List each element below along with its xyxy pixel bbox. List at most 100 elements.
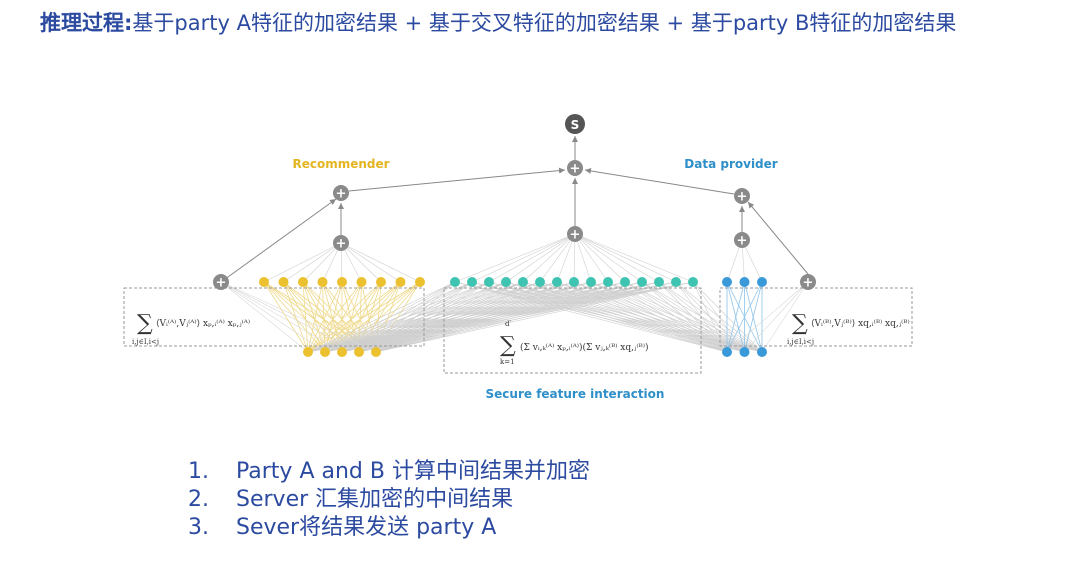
yellow-edge bbox=[302, 281, 309, 353]
plus-node-mid-pair bbox=[567, 226, 583, 242]
cross-edge bbox=[375, 281, 626, 353]
svg-text:∑: ∑ bbox=[500, 333, 516, 358]
svg-text:∑: ∑ bbox=[792, 311, 808, 336]
yellow-input-node bbox=[303, 347, 313, 357]
sum-edge bbox=[471, 233, 576, 283]
plus-node-right-pair bbox=[734, 232, 750, 248]
arrow-left-linear bbox=[220, 198, 337, 283]
blue-feature-node bbox=[722, 277, 732, 287]
cross-edge bbox=[375, 281, 524, 353]
cross-edge bbox=[375, 281, 473, 353]
cross-edge bbox=[624, 281, 763, 353]
plus-node-top-sum-symbol: + bbox=[570, 162, 581, 177]
connection-lines bbox=[220, 233, 809, 353]
plus-node-right-sum bbox=[734, 188, 750, 204]
plus-node-left-pair bbox=[333, 235, 349, 251]
plus-node-mid-pair-symbol: + bbox=[570, 228, 581, 243]
middle-dashed-box bbox=[443, 287, 702, 374]
yellow-input-node bbox=[371, 347, 381, 357]
sum-edge bbox=[263, 242, 342, 283]
teal-feature-node bbox=[552, 277, 562, 287]
yellow-feature-node bbox=[317, 277, 328, 287]
step-number: 3. bbox=[188, 515, 209, 540]
yellow-feature-node bbox=[278, 277, 289, 287]
data-provider-label: Data provider bbox=[684, 157, 777, 171]
formula-left-body: ⟨Vᵢ⁽ᴬ⁾,Vⱼ⁽ᴬ⁾⟩ xₚ,ᵢ⁽ᴬ⁾ xₚ,ⱼ⁽ᴬ⁾ bbox=[156, 318, 250, 329]
cross-edge bbox=[454, 281, 763, 353]
formula-middle: d′ ∑ k=1 (Σ vᵢ,ₖ⁽ᴬ⁾ xₚ,ᵢ⁽ᴬ⁾)(Σ vⱼ,ₖ⁽ᴮ⁾ x… bbox=[500, 320, 648, 366]
cross-edge bbox=[375, 281, 558, 353]
cross-edge bbox=[375, 281, 694, 353]
cross-edge bbox=[375, 281, 660, 353]
step-item: 1.Party A and B 计算中间结果并加密 bbox=[188, 458, 590, 486]
cross-edge bbox=[375, 281, 456, 353]
step-text: Server 汇集加密的中间结果 bbox=[236, 487, 514, 512]
blue-input-node bbox=[739, 347, 750, 357]
output-node bbox=[565, 114, 585, 134]
cross-edge bbox=[539, 281, 763, 353]
sum-edge bbox=[574, 233, 694, 283]
yellow-feature-node bbox=[298, 277, 308, 287]
yellow-edge bbox=[324, 281, 362, 353]
sum-edge bbox=[522, 233, 576, 283]
cross-edge bbox=[590, 281, 763, 353]
sum-edge bbox=[505, 233, 576, 283]
yellow-edge bbox=[307, 281, 362, 353]
yellow-edge bbox=[263, 281, 309, 353]
yellow-feature-node bbox=[259, 277, 269, 287]
teal-feature-node bbox=[535, 277, 545, 287]
yellow-edge bbox=[263, 281, 343, 353]
right-dashed-box bbox=[719, 287, 913, 347]
teal-feature-node bbox=[603, 277, 613, 287]
sum-edge bbox=[556, 233, 576, 283]
sum-edge bbox=[574, 233, 609, 283]
arrow-left-to-top bbox=[348, 167, 566, 192]
sum-edge bbox=[574, 233, 626, 283]
linear-edge bbox=[220, 281, 360, 353]
yellow-input-node bbox=[337, 347, 347, 357]
sum-edge bbox=[340, 242, 401, 283]
cross-edge bbox=[505, 281, 763, 353]
sum-edge bbox=[574, 233, 643, 283]
formula-right-sub: i,j∈I,i<j bbox=[787, 338, 814, 346]
plus-node-left-sum-symbol: + bbox=[336, 187, 347, 202]
cross-edge bbox=[454, 281, 728, 353]
teal-feature-node bbox=[501, 277, 511, 287]
sum-edge bbox=[340, 242, 421, 283]
yellow-feature-node bbox=[356, 277, 367, 287]
cross-edge bbox=[375, 281, 609, 353]
plus-node-right-linear bbox=[800, 274, 816, 290]
output-node-label: S bbox=[571, 118, 580, 132]
plus-node-left-sum bbox=[333, 185, 349, 201]
sum-edge bbox=[340, 242, 382, 283]
title-text: 基于party A特征的加密结果 + 基于交叉特征的加密结果 + 基于party… bbox=[132, 11, 957, 35]
yellow-edge bbox=[307, 281, 343, 353]
plus-node-right-sum-symbol: + bbox=[737, 190, 748, 205]
cross-edge bbox=[375, 281, 677, 353]
yellow-edge bbox=[341, 281, 362, 353]
teal-feature-node bbox=[586, 277, 596, 287]
svg-text:∑: ∑ bbox=[137, 311, 153, 336]
yellow-edge bbox=[283, 281, 309, 353]
formula-left: ∑ i,j∈I,i<j ⟨Vᵢ⁽ᴬ⁾,Vⱼ⁽ᴬ⁾⟩ xₚ,ᵢ⁽ᴬ⁾ xₚ,ⱼ⁽ᴬ… bbox=[132, 311, 250, 346]
step-item: 3. Sever将结果发送 party A bbox=[188, 514, 590, 542]
yellow-edge bbox=[307, 281, 323, 353]
formula-right-body: ⟨Vᵢ⁽ᴮ⁾,Vⱼ⁽ᴮ⁾⟩ xq,ᵢ⁽ᴮ⁾ xq,ⱼ⁽ᴮ⁾ bbox=[811, 318, 910, 329]
blue-input-node bbox=[757, 347, 767, 357]
teal-feature-node bbox=[467, 277, 477, 287]
cross-edge bbox=[324, 281, 456, 353]
yellow-feature-node bbox=[376, 277, 386, 287]
cross-edge bbox=[522, 281, 763, 353]
yellow-edge bbox=[283, 281, 326, 353]
formula-right: ∑ i,j∈I,i<j ⟨Vᵢ⁽ᴮ⁾,Vⱼ⁽ᴮ⁾⟩ xq,ᵢ⁽ᴮ⁾ xq,ⱼ⁽ᴮ… bbox=[787, 311, 910, 346]
yellow-edge bbox=[263, 281, 326, 353]
cross-edge bbox=[471, 281, 763, 353]
step-text: Sever将结果发送 party A bbox=[236, 515, 497, 540]
sum-edge bbox=[539, 233, 576, 283]
yellow-edge bbox=[307, 281, 382, 353]
title-label: 推理过程: bbox=[40, 11, 133, 35]
cross-edge bbox=[375, 281, 490, 353]
plus-node-right-pair-symbol: + bbox=[737, 234, 748, 249]
sum-edge bbox=[283, 242, 342, 283]
sum-edge bbox=[574, 233, 660, 283]
